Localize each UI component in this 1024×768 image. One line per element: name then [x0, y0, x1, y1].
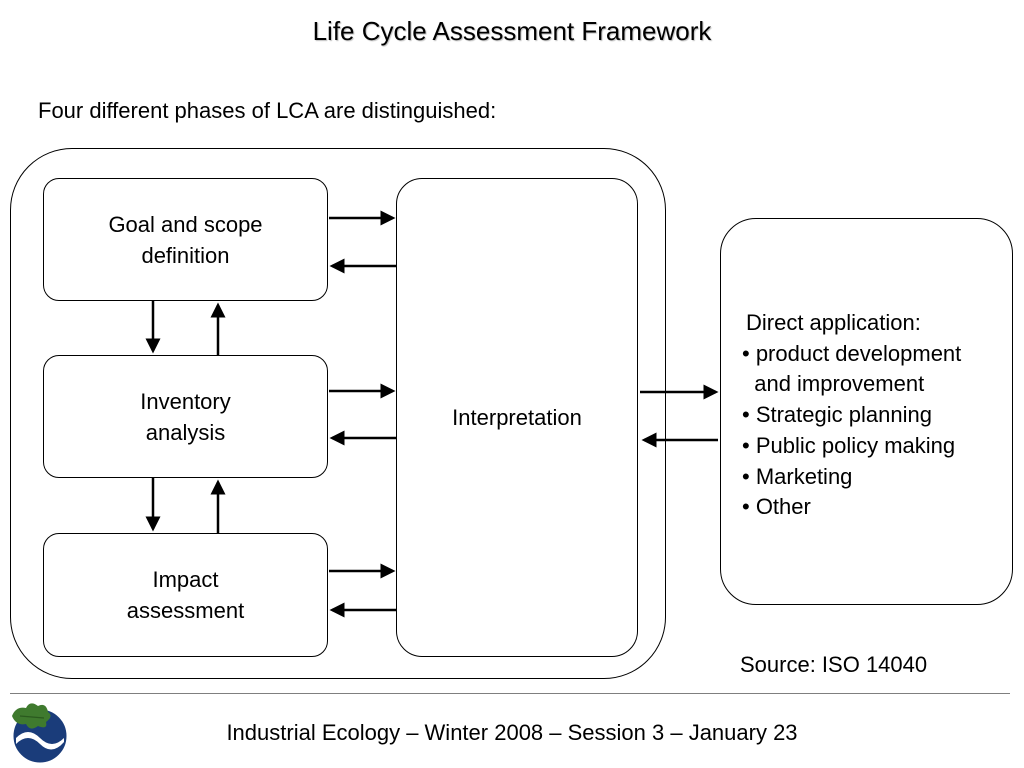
slide-title: Life Cycle Assessment Framework: [312, 16, 712, 46]
interpretation-label: Interpretation: [452, 405, 582, 430]
inventory-analysis-box: Inventory analysis: [43, 355, 328, 478]
footer-divider: [10, 693, 1010, 694]
goal-scope-label-line1: Goal and scope: [108, 211, 263, 237]
impact-label-line2: assessment: [126, 598, 245, 623]
interpretation-box: Interpretation: [396, 178, 638, 657]
inventory-label-line1: Inventory: [140, 388, 231, 414]
goal-scope-label-line2: definition: [141, 242, 230, 268]
inventory-label-line2: analysis: [145, 419, 226, 445]
source-citation: Source: ISO 14040: [740, 652, 928, 677]
lca-framework-frame: [10, 148, 666, 679]
footer-text: Industrial Ecology – Winter 2008 – Sessi…: [226, 720, 798, 745]
application-item: • Public policy making: [742, 432, 956, 458]
direct-application-text: Direct application: • product developmen…: [742, 308, 961, 523]
direct-application-heading: Direct application:: [746, 310, 921, 335]
application-item: and improvement: [742, 371, 925, 397]
impact-label-line1: Impact: [152, 567, 219, 592]
application-item: • Strategic planning: [742, 402, 932, 428]
application-item: • product development: [742, 340, 962, 366]
goal-scope-box: Goal and scope definition: [43, 178, 328, 301]
direct-application-box: Direct application: • product developmen…: [720, 218, 1013, 605]
impact-assessment-box: Impact assessment: [43, 533, 328, 657]
slide-subtitle: Four different phases of LCA are disting…: [38, 98, 497, 123]
application-item: • Marketing: [742, 463, 853, 489]
application-item: • Other: [742, 494, 811, 520]
oak-leaf-globe-icon: [12, 703, 67, 763]
